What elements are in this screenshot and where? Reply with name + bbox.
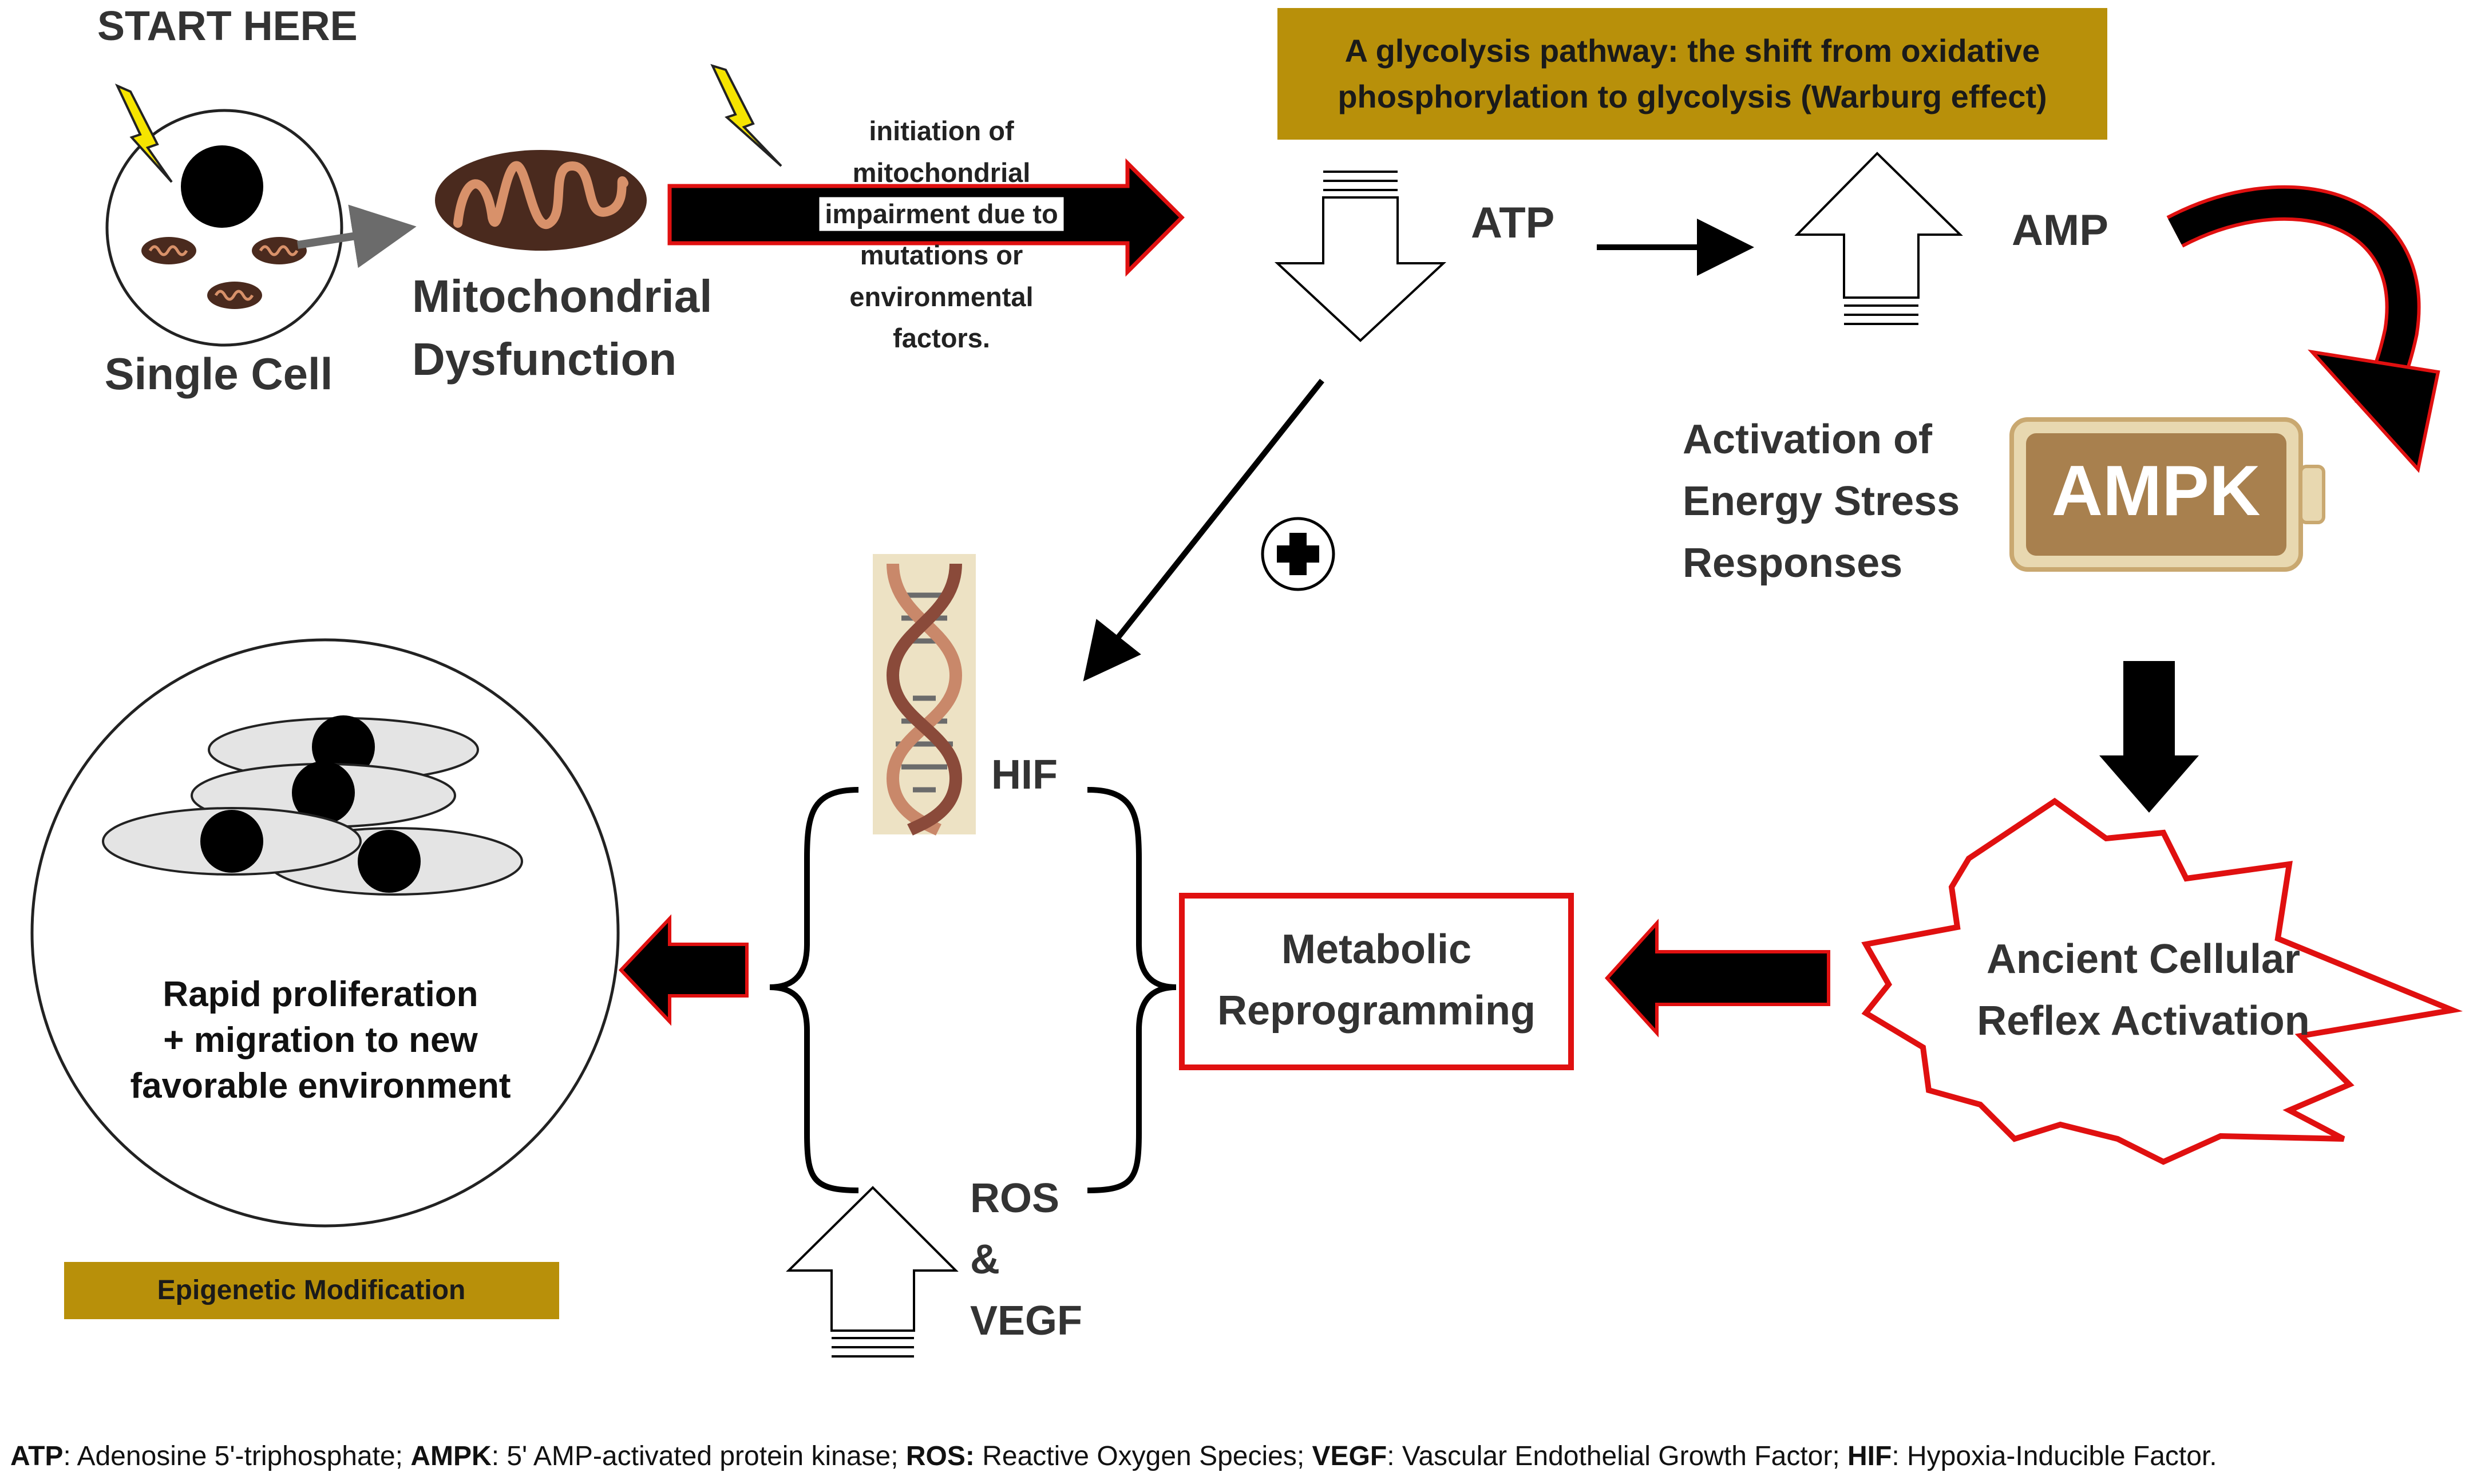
initiation-line: impairment due to	[825, 199, 1058, 229]
amp-to-ampk-curved-arrow	[2166, 185, 2440, 473]
footnote-text: : Vascular Endothelial Growth Factor;	[1387, 1441, 1847, 1471]
metabolic-line: Reprogramming	[1217, 988, 1536, 1034]
small-mitochondrion	[141, 237, 196, 264]
ancient-to-metabolic-arrow	[1604, 919, 1830, 1038]
glycolysis-line: phosphorylation to glycolysis (Warburg e…	[1338, 78, 2047, 114]
cell-nucleus	[181, 145, 263, 228]
footnote-text: : 5' AMP-activated protein kinase;	[492, 1441, 906, 1471]
ancient-reflex-starburst	[1861, 797, 2463, 1165]
footnote-abbr: HIF	[1847, 1441, 1892, 1471]
ros-line: VEGF	[970, 1298, 1082, 1344]
initiation-line: factors.	[893, 323, 990, 353]
activation-line: Activation of	[1683, 417, 1933, 462]
epigenetic-label: Epigenetic Modification	[157, 1275, 466, 1305]
mito-dysfunction-line2: Dysfunction	[412, 334, 676, 385]
proliferation-line: + migration to new	[163, 1020, 478, 1060]
activation-line: Responses	[1683, 540, 1902, 586]
atp-down-arrow	[1274, 171, 1447, 342]
proliferation-line: Rapid proliferation	[163, 975, 478, 1014]
proliferation-circle	[30, 638, 620, 1228]
epigenetic-banner	[64, 1262, 559, 1319]
footnote-text: : Hypoxia-Inducible Factor.	[1892, 1441, 2217, 1471]
footnote: ATP: Adenosine 5'-triphosphate; AMPK: 5'…	[10, 1441, 2217, 1471]
initiation-line: mitochondrial	[853, 157, 1031, 188]
cell-nucleus	[358, 830, 421, 893]
footnote-text: Reactive Oxygen Species;	[975, 1441, 1312, 1471]
footnote-abbr: ROS:	[906, 1441, 975, 1471]
mito-dysfunction-line1: Mitochondrial	[412, 271, 712, 322]
ros-line: ROS	[970, 1176, 1059, 1221]
atp-to-hif-arrow	[1083, 378, 1324, 682]
ancient-line: Reflex Activation	[1977, 998, 2309, 1044]
atp-label: ATP	[1471, 199, 1554, 247]
cell-nucleus	[200, 810, 263, 873]
lightning-bolt-icon	[114, 84, 173, 183]
single-cell-group	[105, 84, 343, 347]
start-here-label: START HERE	[97, 3, 358, 49]
footnote-abbr: AMPK	[410, 1441, 492, 1471]
glycolysis-banner	[1277, 8, 2107, 140]
initiation-line: environmental	[849, 282, 1033, 312]
footnote-text: : Adenosine 5'-triphosphate;	[63, 1441, 410, 1471]
cell-nucleus	[292, 761, 355, 824]
ancient-line: Ancient Cellular	[1987, 936, 2300, 982]
footnote-abbr: VEGF	[1312, 1441, 1387, 1471]
ros-up-arrow	[786, 1186, 959, 1358]
plus-icon	[1261, 517, 1335, 591]
activation-line: Energy Stress	[1683, 478, 1960, 524]
small-mitochondrion	[207, 282, 262, 309]
initiation-line: initiation of	[869, 116, 1014, 146]
ros-line: &	[970, 1237, 1000, 1283]
single-cell-circle	[105, 109, 343, 347]
amp-up-arrow	[1794, 152, 1963, 325]
small-mitochondrion	[252, 237, 307, 264]
right-curly-brace	[1087, 787, 1177, 1193]
ampk-label: AMPK	[2051, 452, 2260, 531]
single-cell-label: Single Cell	[105, 349, 333, 399]
hif-label: HIF	[991, 752, 1058, 798]
metabolic-line: Metabolic	[1281, 927, 1471, 972]
impairment-highlight	[817, 195, 1066, 233]
initiation-text: initiation of mitochondrial impairment d…	[825, 116, 1058, 353]
left-curly-brace	[769, 787, 859, 1193]
initiation-line: mutations or	[860, 240, 1023, 270]
ampk-battery-icon: AMPK	[2009, 417, 2325, 572]
amp-label: AMP	[2012, 206, 2108, 255]
proliferation-group	[30, 638, 620, 1228]
lightning-bolt-icon	[710, 64, 782, 167]
cell-to-mito-arrow	[296, 204, 417, 268]
footnote-abbr: ATP	[10, 1441, 63, 1471]
to-proliferation-arrow	[618, 914, 749, 1026]
glycolysis-line: A glycolysis pathway: the shift from oxi…	[1345, 33, 2040, 69]
ampk-to-ancient-arrow	[2099, 661, 2199, 813]
proliferation-line: favorable environment	[130, 1066, 511, 1106]
metabolic-reprogramming-box	[1179, 893, 1574, 1070]
dna-icon	[873, 554, 976, 836]
mitochondrion-icon	[435, 150, 647, 251]
